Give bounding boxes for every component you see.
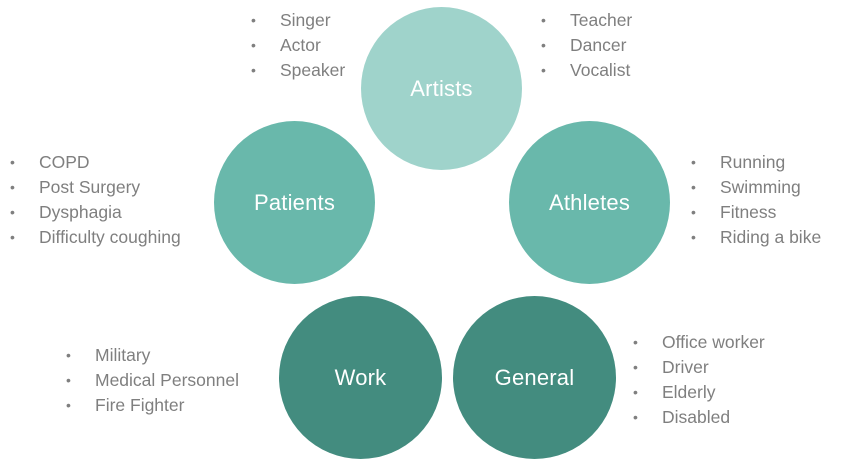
list-item: Difficulty coughing: [10, 225, 181, 250]
list-item: Disabled: [633, 405, 765, 430]
work-circle: Work: [279, 296, 442, 459]
athletes-list: Running Swimming Fitness Riding a bike: [691, 150, 821, 250]
list-item: Swimming: [691, 175, 821, 200]
list-item: Dancer: [541, 33, 632, 58]
list-item: COPD: [10, 150, 181, 175]
list-item: Fitness: [691, 200, 821, 225]
list-item: Running: [691, 150, 821, 175]
list-item: Actor: [251, 33, 345, 58]
patients-list: COPD Post Surgery Dysphagia Difficulty c…: [10, 150, 181, 250]
list-item: Office worker: [633, 330, 765, 355]
list-item: Singer: [251, 8, 345, 33]
general-label: General: [494, 364, 575, 390]
patients-label: Patients: [253, 189, 336, 215]
list-item: Riding a bike: [691, 225, 821, 250]
artists-right-list: Teacher Dancer Vocalist: [541, 8, 632, 83]
artists-left-list: Singer Actor Speaker: [251, 8, 345, 83]
list-item: Vocalist: [541, 58, 632, 83]
list-item: Post Surgery: [10, 175, 181, 200]
list-item: Dysphagia: [10, 200, 181, 225]
general-list: Office worker Driver Elderly Disabled: [633, 330, 765, 430]
work-label: Work: [334, 364, 387, 390]
general-circle: General: [453, 296, 616, 459]
list-item: Driver: [633, 355, 765, 380]
patients-circle: Patients: [214, 121, 375, 284]
list-item: Medical Personnel: [66, 368, 239, 393]
list-item: Speaker: [251, 58, 345, 83]
list-item: Elderly: [633, 380, 765, 405]
list-item: Teacher: [541, 8, 632, 33]
list-item: Military: [66, 343, 239, 368]
work-list: Military Medical Personnel Fire Fighter: [66, 343, 239, 418]
athletes-label: Athletes: [548, 189, 631, 215]
artists-label: Artists: [410, 75, 473, 101]
artists-circle: Artists: [361, 7, 522, 170]
list-item: Fire Fighter: [66, 393, 239, 418]
athletes-circle: Athletes: [509, 121, 670, 284]
